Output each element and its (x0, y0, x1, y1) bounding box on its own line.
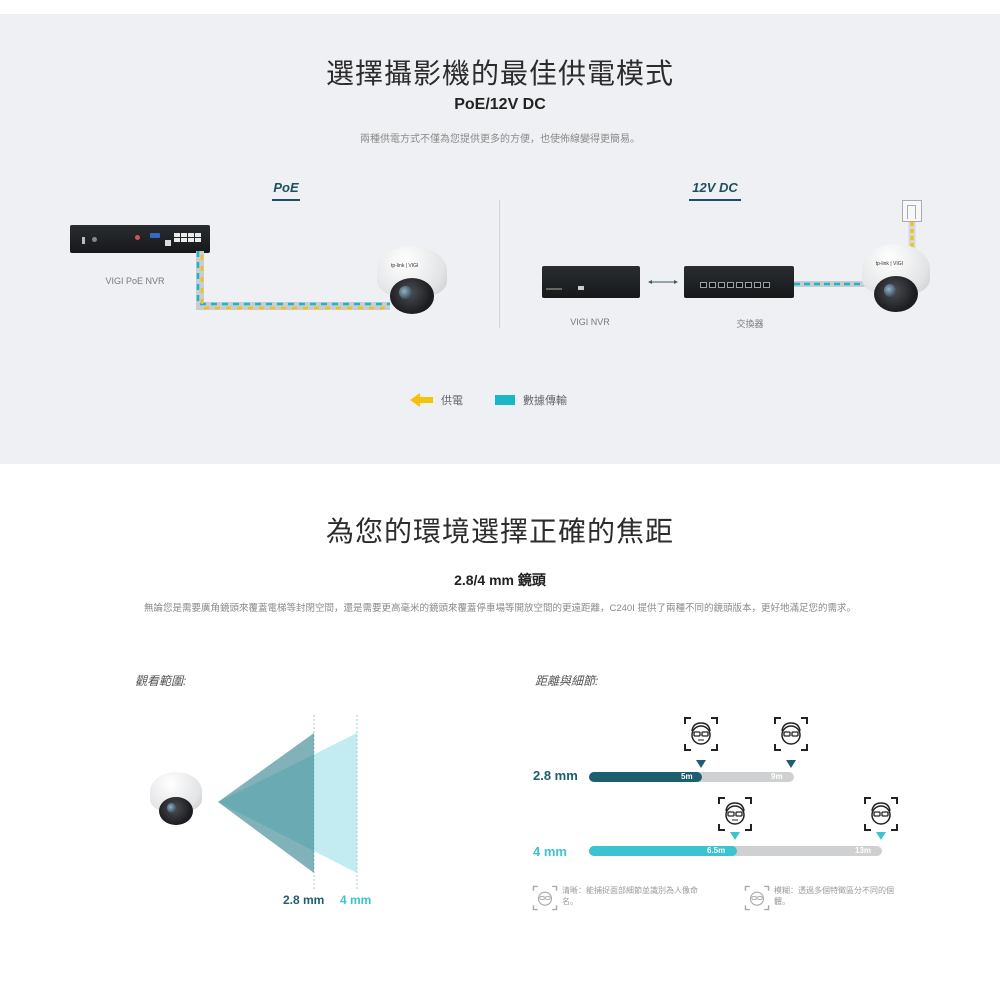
fov-label-2-8mm: 2.8 mm (283, 893, 325, 907)
pointer-icon (696, 760, 706, 768)
dc-tab-text: 12V DC (692, 180, 738, 195)
clear-distance-label: 5m (681, 772, 693, 781)
power-switch-icon (82, 237, 85, 244)
note-clear: 清晰：能捕捉面部細節並識別為人像命名。 (532, 885, 702, 911)
focal-section-subtitle: 2.8/4 mm 鏡頭 (454, 572, 546, 588)
face-blurry-icon (864, 797, 898, 831)
poe-nvr-label: VIGI PoE NVR (105, 276, 165, 286)
bar-label-2-8mm: 2.8 mm (533, 768, 578, 783)
camera-brand-text: tp-link | VIGI (875, 261, 904, 268)
face-clear-icon (718, 797, 752, 831)
power-mode-section: 選擇攝影機的最佳供電模式 PoE/12V DC 兩種供電方式不僅為您提供更多的方… (0, 14, 1000, 464)
note-clear-text: 清晰：能捕捉面部細節並識別為人像命名。 (562, 886, 698, 906)
max-distance-label: 13m (855, 846, 872, 855)
data-square-icon (495, 395, 515, 405)
vigi-nvr-device-image (542, 266, 640, 298)
face-clear-icon (532, 885, 558, 911)
data-cable-illustration (794, 281, 866, 287)
power-section-title: 選擇攝影機的最佳供電模式 (325, 57, 674, 90)
face-blurry-icon (744, 885, 770, 911)
distance-bar-fill (589, 846, 737, 856)
fov-label-4mm: 4 mm (340, 893, 372, 907)
poe-tab-text: PoE (273, 180, 299, 195)
lan-port-icon (165, 240, 171, 246)
power-section-subtitle: PoE/12V DC (454, 96, 546, 113)
pointer-icon (730, 832, 740, 840)
poe-underline (272, 199, 300, 201)
note-blurry: 模糊：透過多個特徵區分不同的個體。 (744, 885, 899, 911)
power-section-description: 兩種供電方式不僅為您提供更多的方便，也使佈線變得更簡易。 (360, 134, 640, 145)
max-distance-label: 9m (771, 772, 783, 781)
poe-tab-label: PoE (272, 180, 300, 201)
view-range-heading: 觀看範圍: (135, 674, 187, 688)
pointer-icon (786, 760, 796, 768)
face-clear-icon (684, 717, 718, 751)
note-blurry-text: 模糊：透過多個特徵區分不同的個體。 (774, 886, 894, 906)
dc-underline (689, 199, 741, 201)
distance-bar-4mm: 6.5m 13m (589, 846, 882, 856)
audio-port-icon (135, 235, 140, 240)
camera-brand-text: tp-link | VIGI (391, 263, 419, 270)
face-blurry-icon (774, 717, 808, 751)
switch-ports (700, 282, 770, 288)
power-outlet-icon (902, 200, 922, 222)
bar-label-4mm: 4 mm (533, 844, 567, 859)
poe-ports (174, 233, 201, 242)
power-arrow-icon (410, 393, 433, 407)
focal-section-description: 無論您是需要廣角鏡頭來覆蓋電梯等封閉空間，還是需要更高毫米的鏡頭來覆蓋停車場等開… (144, 603, 856, 614)
legend-data-label: 數據傳輸 (523, 395, 567, 407)
focal-section-title: 為您的環境選擇正確的焦距 (325, 515, 674, 548)
legend-power-label: 供電 (441, 395, 463, 407)
field-of-view-diagram (218, 715, 358, 890)
pointer-icon (876, 832, 886, 840)
section-divider (499, 200, 500, 328)
dc-tab-label: 12V DC (689, 180, 741, 201)
connection-arrow-icon (648, 280, 678, 284)
vga-port-icon (150, 233, 160, 238)
distance-bar-fill (589, 772, 702, 782)
fov-camera-image (150, 772, 202, 828)
vigi-nvr-label: VIGI NVR (570, 317, 610, 327)
usb-port-icon (578, 286, 584, 290)
clear-distance-label: 6.5m (707, 846, 726, 855)
distance-heading: 距離與細節: (535, 674, 599, 688)
dc-camera-image: tp-link | VIGI (862, 244, 930, 316)
port-icon (92, 237, 97, 242)
poe-camera-image: tp-link | VIGI (377, 246, 447, 318)
distance-bar-2-8mm: 5m 9m (589, 772, 794, 782)
switch-label: 交換器 (736, 319, 764, 329)
legend: 供電 數據傳輸 (410, 392, 567, 408)
poe-cable-illustration (196, 251, 390, 310)
poe-nvr-device-image (70, 225, 210, 253)
nvr-logo (546, 288, 562, 290)
switch-device-image (684, 266, 794, 298)
